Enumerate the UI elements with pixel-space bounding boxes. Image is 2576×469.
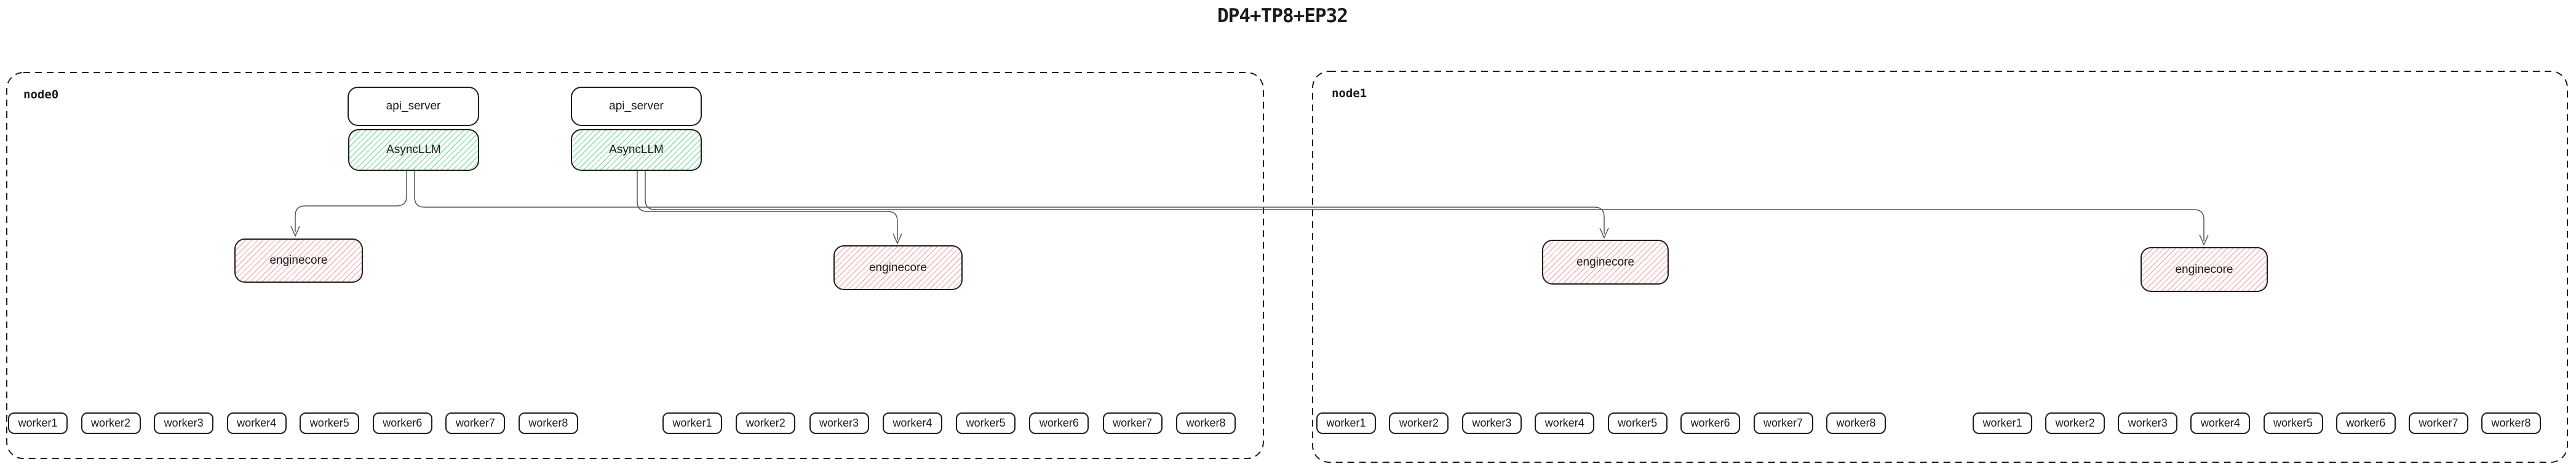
worker-box: worker1 [8,412,68,434]
node0-boundary [6,72,1264,459]
worker-box: worker7 [2408,412,2468,434]
node0-label: node0 [23,88,59,101]
enginecore-box-3: enginecore [1542,240,1669,285]
edge-asyncllm1-enginecore3 [414,171,1605,234]
worker-box: worker4 [1535,412,1595,434]
edge-asyncllm1-enginecore1 [295,171,407,232]
worker-box: worker3 [809,412,869,434]
enginecore-box-1: enginecore [234,238,363,283]
asyncllm-box-2: AsyncLLM [571,129,702,171]
worker-box: worker7 [1753,412,1813,434]
worker-box: worker4 [2190,412,2251,434]
arrowhead-enginecore4 [2199,234,2209,246]
worker-box: worker5 [300,412,360,434]
enginecore-box-4: enginecore [2141,247,2268,292]
worker-box: worker5 [2263,412,2323,434]
worker-box: worker2 [81,412,141,434]
worker-box: worker5 [956,412,1016,434]
api-server-box-2: api_server [571,87,702,126]
node1-boundary [1312,71,2568,463]
worker-box: worker6 [1680,412,1741,434]
arrowhead-enginecore1 [290,226,300,237]
node1-label: node1 [1332,87,1367,100]
worker-box: worker1 [662,412,722,434]
worker-box: worker3 [2118,412,2178,434]
worker-box: worker5 [1607,412,1668,434]
asyncllm-box-1: AsyncLLM [348,129,479,171]
edge-asyncllm2-enginecore2 [637,171,898,240]
worker-box: worker4 [882,412,942,434]
api-server-box-1: api_server [348,87,479,126]
worker-box: worker7 [445,412,506,434]
arrowhead-enginecore3 [1599,227,1609,239]
edge-asyncllm2-enginecore4 [645,171,2204,241]
worker-box: worker2 [2045,412,2105,434]
worker-box: worker1 [1973,412,2032,434]
worker-box: worker4 [226,412,287,434]
worker-row-node1-b: worker1 worker2 worker3 worker4 worker5 worke… [1973,412,2541,434]
worker-box: worker2 [1389,412,1449,434]
worker-box: worker8 [1175,412,1236,434]
worker-row-node1-a: worker1 worker2 worker3 worker4 worker5 worke… [1316,412,1886,434]
worker-row-node0-b: worker1 worker2 worker3 worker4 worker5 worke… [662,412,1236,434]
worker-box: worker8 [1826,412,1886,434]
worker-box: worker3 [154,412,214,434]
worker-box: worker6 [2335,412,2396,434]
diagram-title: DP4+TP8+EP32 [1217,5,1348,27]
worker-box: worker8 [2481,412,2541,434]
worker-box: worker1 [1316,412,1376,434]
worker-box: worker3 [1461,412,1522,434]
worker-row-node0-a: worker1 worker2 worker3 worker4 worker5 worke… [8,412,578,434]
worker-box: worker6 [372,412,432,434]
worker-box: worker6 [1029,412,1089,434]
worker-box: worker2 [736,412,796,434]
worker-box: worker7 [1102,412,1163,434]
enginecore-box-2: enginecore [833,245,963,290]
worker-box: worker8 [518,412,578,434]
arrowhead-enginecore2 [892,233,902,245]
